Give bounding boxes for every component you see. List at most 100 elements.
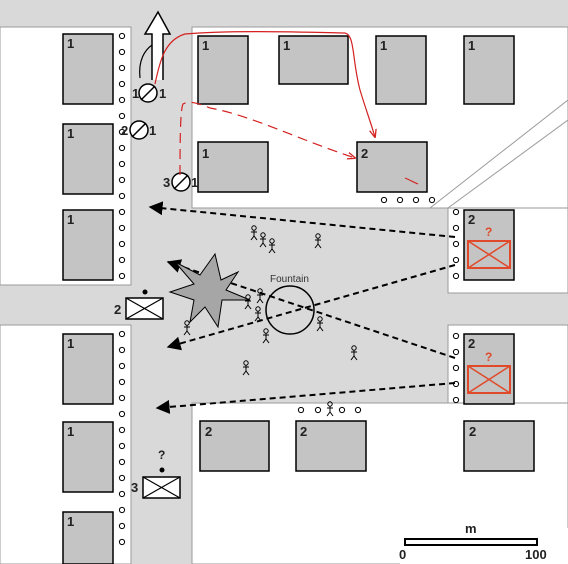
building-label: 2 (205, 424, 212, 439)
building (62, 333, 114, 405)
position-label: 1 (191, 175, 198, 190)
position-label: 3 (131, 480, 138, 495)
door-dot (118, 362, 126, 370)
door-dot (118, 330, 126, 338)
person-icon (250, 225, 258, 241)
friendly-box-3: ? 3 (131, 448, 181, 499)
unknown-marker: ? (485, 350, 492, 364)
door-dot (118, 128, 126, 136)
door-dot (118, 506, 126, 514)
building (62, 33, 114, 105)
building-label: 1 (67, 36, 74, 51)
scale-min-label: 0 (399, 547, 406, 562)
door-dot (118, 80, 126, 88)
position-label: 2 (121, 123, 128, 138)
door-dot (452, 364, 460, 372)
position-label: 3 (163, 175, 170, 190)
person-icon (350, 345, 358, 361)
building-label: 2 (468, 336, 475, 351)
door-dot (118, 474, 126, 482)
position-label: 1 (132, 86, 139, 101)
door-dot (118, 538, 126, 546)
person-icon (326, 401, 334, 417)
observation-point-1: 1 1 (132, 83, 166, 103)
unknown-marker: ? (158, 448, 165, 462)
building-label: 1 (283, 38, 290, 53)
door-dot (118, 112, 126, 120)
building-label: 1 (380, 38, 387, 53)
door-dot (412, 196, 420, 204)
scale-bar: m 0 100 (399, 521, 547, 562)
red-route (404, 177, 419, 185)
door-dot (354, 406, 362, 414)
unknown-marker: ? (485, 225, 492, 239)
door-dot (118, 256, 126, 264)
building (295, 420, 367, 472)
scale-unit: m (465, 521, 477, 536)
building-label: 1 (468, 38, 475, 53)
building (197, 35, 249, 105)
building (197, 141, 269, 193)
building-label: 1 (67, 336, 74, 351)
person-icon (256, 288, 264, 304)
friendly-box-2: 2 (114, 289, 164, 320)
door-dot (118, 96, 126, 104)
person-icon (183, 320, 191, 336)
building-label: 2 (361, 146, 368, 161)
building (463, 420, 535, 472)
door-dot (118, 224, 126, 232)
building-label: 2 (300, 424, 307, 439)
people-group (183, 225, 358, 417)
building (62, 511, 114, 564)
observation-point-3: 3 1 (163, 172, 198, 192)
building (463, 35, 515, 105)
door-dot (118, 490, 126, 498)
person-icon (268, 238, 276, 254)
building (199, 420, 270, 472)
observation-point-2: 2 1 (121, 120, 156, 140)
person-icon (314, 233, 322, 249)
door-dot (452, 240, 460, 248)
door-dot (118, 144, 126, 152)
person-icon (262, 328, 270, 344)
door-dot (452, 332, 460, 340)
building (375, 35, 427, 105)
building-label: 2 (468, 212, 475, 227)
door-dot (118, 192, 126, 200)
position-label: 1 (159, 86, 166, 101)
door-dot (452, 224, 460, 232)
building-label: 1 (67, 212, 74, 227)
building-label: 1 (67, 424, 74, 439)
fountain-icon (265, 285, 315, 335)
person-icon (244, 294, 252, 310)
fire-line (148, 201, 456, 238)
door-dot (118, 522, 126, 530)
position-label: 2 (114, 302, 121, 317)
door-dot (118, 64, 126, 72)
red-route (154, 31, 375, 137)
building (62, 123, 114, 195)
door-dot (118, 458, 126, 466)
movement-arrow-icon (143, 10, 172, 80)
door-dot (314, 406, 322, 414)
buildings (62, 33, 535, 564)
hostile-position-lower: ? (467, 350, 511, 394)
door-dots (118, 32, 460, 546)
building-label: 1 (67, 126, 74, 141)
door-dot (118, 410, 126, 418)
person-icon (316, 316, 324, 332)
door-dot (118, 176, 126, 184)
door-dot (428, 196, 436, 204)
door-dot (452, 272, 460, 280)
hostile-position-upper: ? (467, 225, 511, 269)
door-dot (452, 348, 460, 356)
door-dot (452, 256, 460, 264)
scale-max-label: 100 (525, 547, 547, 562)
door-dot (118, 394, 126, 402)
door-dot (118, 346, 126, 354)
door-dot (118, 208, 126, 216)
building-label: 1 (67, 514, 74, 529)
door-dot (118, 32, 126, 40)
building (278, 35, 349, 85)
explosion-icon (168, 252, 251, 329)
